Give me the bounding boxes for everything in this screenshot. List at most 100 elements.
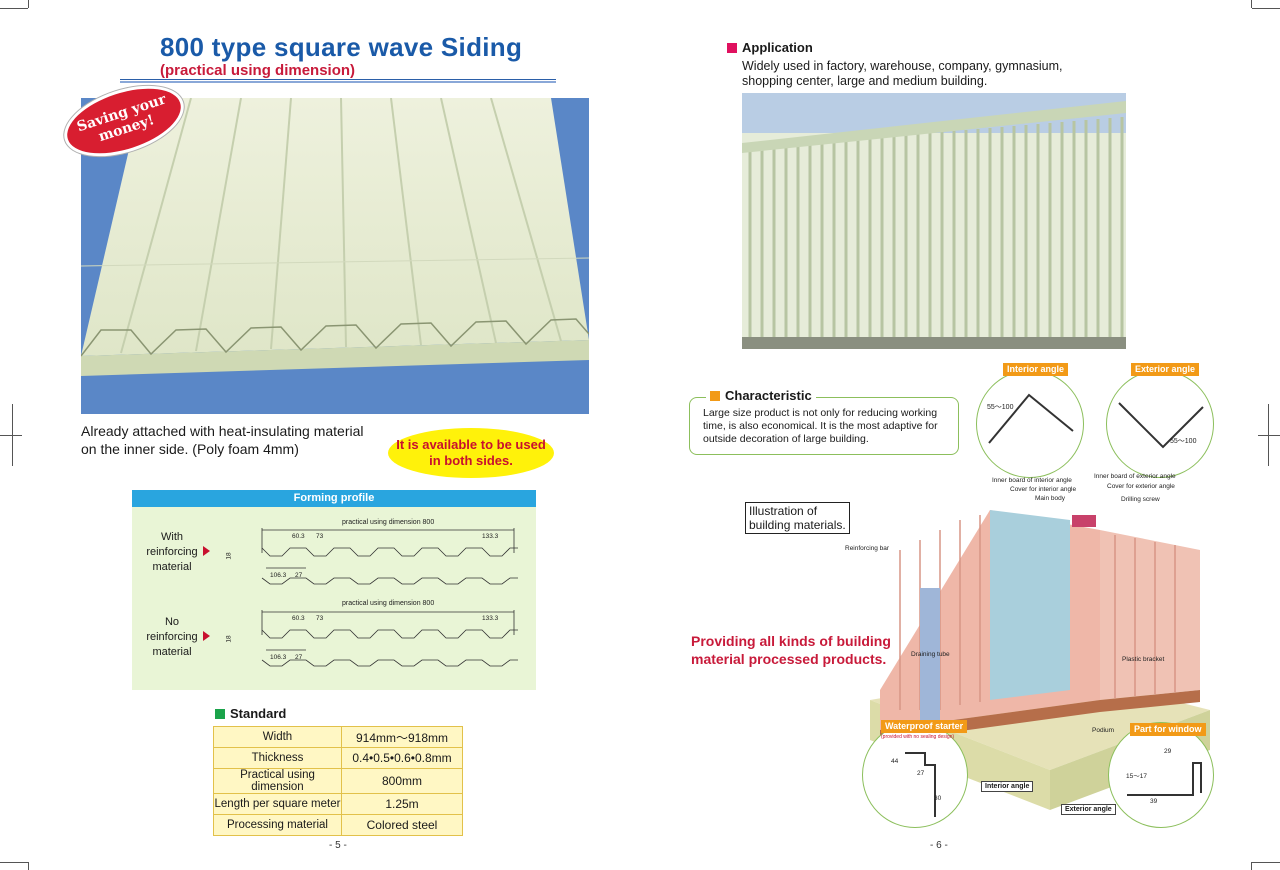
characteristic-text-line: Large size product is not only for reduc… — [703, 407, 938, 419]
dim-pitch1: 60.3 — [292, 615, 305, 622]
interior-angle-icon — [988, 393, 1074, 444]
dim-end: 133.3 — [482, 615, 499, 622]
label-exterior-angle-box: Exterior angle — [1061, 804, 1116, 815]
table-key: Length per square meter — [213, 793, 342, 815]
crop-mark — [1251, 862, 1252, 870]
label-drilling-screw: Drilling screw — [1121, 496, 1160, 503]
table-value: 0.4•0.5•0.6•0.8mm — [341, 747, 463, 769]
table-value: Colored steel — [341, 814, 463, 836]
waterproof-starter-icon — [905, 752, 936, 817]
table-key: Thickness — [213, 747, 342, 769]
crop-mark — [0, 862, 28, 863]
dim-pitch1: 60.3 — [292, 533, 305, 540]
siding-panel-photo — [81, 98, 589, 414]
table-key: Processing material — [213, 814, 342, 836]
application-heading: Application — [727, 40, 813, 55]
window-dim: 39 — [1150, 798, 1158, 805]
providing-statement: Providing all kinds of building material… — [691, 632, 891, 668]
label-podium: Podium — [1092, 727, 1115, 734]
characteristic-text-line: time, is also economical. It is the most… — [703, 420, 938, 432]
window-dim: 15～17 — [1126, 773, 1147, 780]
window-part-icon — [1127, 762, 1202, 796]
building-wall-illustration — [742, 93, 1126, 349]
profile-label-no-reinforcing: No reinforcing material — [132, 615, 212, 660]
dim-web: 27 — [295, 654, 303, 661]
table-value: 800mm — [341, 768, 463, 794]
orange-square-icon — [710, 390, 720, 401]
insulation-note-line: Already attached with heat-insulating ma… — [81, 423, 364, 439]
label-cover-interior: Cover for interior angle — [1010, 486, 1077, 493]
characteristic-heading: Characteristic — [706, 388, 816, 403]
crop-mark — [1252, 862, 1280, 863]
application-text-line: shopping center, large and medium buildi… — [742, 74, 988, 88]
profile-label-line: reinforcing — [146, 546, 198, 558]
both-sides-line: in both sides. — [429, 453, 513, 468]
characteristic-heading-text: Characteristic — [725, 388, 812, 403]
waterproof-starter-subtitle: (provided with no sealing design) — [881, 734, 955, 740]
crop-mark — [1258, 435, 1280, 436]
characteristic-text: Large size product is not only for reduc… — [703, 407, 957, 446]
label-reinforcing-bar: Reinforcing bar — [845, 545, 890, 552]
green-square-icon — [215, 708, 225, 719]
exterior-angle-icon — [1118, 402, 1204, 449]
profile-label-line: material — [152, 646, 192, 658]
page-number-left: - 5 - — [329, 840, 347, 851]
siding-panel-illustration — [81, 98, 589, 376]
window-part-callout — [1108, 722, 1214, 828]
standard-heading: Standard — [215, 706, 286, 721]
insulation-note-line: on the inner side. (Poly foam 4mm) — [81, 441, 299, 457]
waterproof-dim: 44 — [891, 758, 899, 765]
page-title: 800 type square wave Siding — [160, 32, 523, 62]
forming-profile-panel: Forming profile With reinforcing materia… — [132, 490, 536, 690]
illustration-label: Illustration of building materials. — [745, 502, 850, 534]
crop-mark — [1252, 8, 1280, 9]
both-sides-callout: It is available to be used in both sides… — [388, 428, 554, 478]
illustration-label-line: building materials. — [749, 518, 846, 532]
table-key: Practical using dimension — [213, 768, 342, 794]
crop-mark — [28, 862, 29, 870]
dim-end: 133.3 — [482, 533, 499, 540]
label-draining-tube: Draining tube — [911, 651, 950, 658]
application-heading-text: Application — [742, 40, 813, 55]
waterproof-dim: 27 — [917, 770, 925, 777]
crop-mark — [28, 0, 29, 8]
label-main-body: Main body — [1035, 495, 1065, 502]
both-sides-line: It is available to be used — [396, 437, 546, 452]
label-interior-angle-box: Interior angle — [981, 781, 1034, 792]
waterproof-starter-tag: Waterproof starter — [881, 720, 968, 733]
application-text: Widely used in factory, warehouse, compa… — [742, 59, 1082, 89]
crop-mark — [12, 404, 13, 466]
label-inner-board-interior: Inner board of interior angle — [992, 477, 1072, 484]
interior-angle-callout — [976, 370, 1084, 478]
profile-label-line: No — [164, 616, 180, 628]
insulation-note: Already attached with heat-insulating ma… — [81, 422, 381, 458]
profile-label-line: material — [152, 561, 192, 573]
providing-line: Providing all kinds of building — [691, 633, 891, 649]
profile-label-line: With — [161, 531, 183, 543]
label-inner-board-exterior: Inner board of exterior angle — [1094, 473, 1176, 480]
forming-profile-header: Forming profile — [132, 490, 536, 507]
page-number-right: - 6 - — [930, 840, 948, 851]
exterior-angle-callout — [1106, 370, 1214, 478]
crop-mark — [1268, 404, 1269, 466]
dim-height: 18 — [225, 635, 233, 643]
page-subtitle: (practical using dimension) — [160, 62, 356, 79]
triangle-marker-icon — [203, 546, 210, 556]
characteristic-frame — [689, 397, 959, 455]
dim-base: 106.3 — [270, 572, 287, 579]
exterior-angle-tag: Exterior angle — [1131, 363, 1200, 376]
window-part-tag: Part for window — [1130, 723, 1206, 736]
dim-height: 18 — [225, 552, 233, 560]
table-value: 914mm～918mm — [341, 726, 463, 748]
exterior-angle-dim: 55～100 — [1170, 438, 1197, 445]
label-plastic-bracket: Plastic bracket — [1122, 656, 1165, 663]
crop-mark — [0, 8, 28, 9]
crop-mark — [0, 435, 22, 436]
dim-base: 106.3 — [270, 654, 287, 661]
